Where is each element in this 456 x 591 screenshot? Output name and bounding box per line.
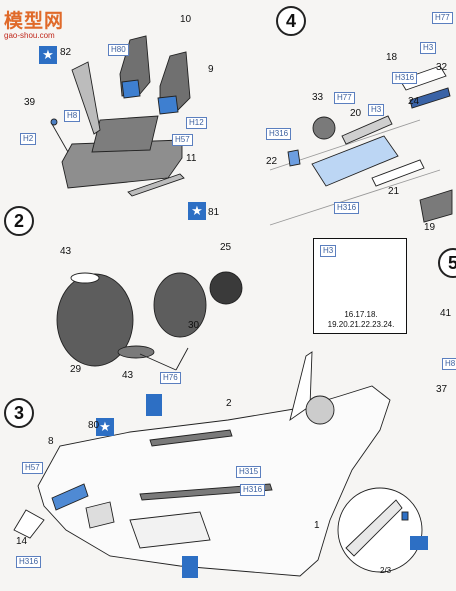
stick-lever: [51, 123, 69, 153]
paint-code-h315: H315: [236, 466, 262, 478]
seat-right-cushion: [157, 95, 179, 115]
paint-inset-box: H3 16.17.18. 19.20.21.22.23.24.: [313, 238, 407, 334]
step-3-badge: 3: [4, 398, 34, 428]
part-number: 19: [424, 222, 436, 233]
part-22: [287, 149, 301, 167]
paint-code-h316: H316: [240, 484, 266, 496]
inset-parts-line-2: 19.20.21.22.23.24.: [327, 320, 395, 329]
part-number: 37: [436, 384, 448, 395]
part-number: 20: [350, 108, 362, 119]
step-4-badge: 4: [276, 6, 306, 36]
paint-code-h57: H57: [22, 462, 43, 474]
ejection-seat-part: [85, 501, 115, 529]
cockpit-bulkhead: [91, 115, 159, 153]
paint-code-h12: H12: [186, 117, 207, 129]
paint-marker-icon: [182, 556, 198, 578]
turbine-face: [209, 271, 243, 305]
inset-paint-code: H3: [320, 245, 337, 257]
paint-code-h316: H316: [16, 556, 42, 568]
part-number: 43: [60, 246, 72, 257]
part-number: 32: [436, 62, 448, 73]
part-33-wheel: [312, 116, 336, 140]
paint-code-h8: H8: [442, 358, 456, 370]
part-number: 39: [24, 97, 36, 108]
side-console: [127, 173, 185, 197]
fuselage-spine-panel: [149, 429, 233, 447]
paint-code-h77: H77: [334, 92, 355, 104]
nozzle-disc: [117, 345, 155, 359]
part-20: [341, 115, 393, 145]
exhaust-large: [56, 273, 134, 367]
paint-code-h8: H8: [64, 110, 81, 122]
part-number: 10: [180, 14, 192, 25]
guide-line-b: [269, 169, 441, 226]
decal-number: 80: [88, 420, 100, 431]
part-number: 30: [188, 320, 200, 331]
canopy-frame: [51, 483, 89, 511]
part-number: 21: [388, 186, 400, 197]
part-number: 1: [314, 520, 320, 531]
paint-code-h316: H316: [266, 128, 292, 140]
seat-left-cushion: [121, 79, 141, 99]
paint-code-h2: H2: [20, 133, 37, 145]
tail-fin: [289, 351, 313, 422]
decal-star-icon: ★: [188, 202, 206, 220]
paint-code-h77: H77: [432, 12, 453, 24]
decal-number: 82: [60, 47, 72, 58]
detail-paint-ratio: 2/3: [380, 566, 392, 575]
intake: [305, 395, 335, 425]
part-number: 29: [70, 364, 82, 375]
exhaust-ring-top: [70, 272, 100, 284]
part-number: 11: [186, 153, 197, 164]
fuselage-outline: [37, 385, 391, 577]
part-number: 9: [208, 64, 214, 75]
leader-h76: [139, 353, 177, 371]
paint-marker-icon: [410, 536, 428, 550]
paint-code-h3: H3: [420, 42, 437, 54]
part-number: 43: [122, 370, 134, 381]
part-number: 25: [220, 242, 232, 253]
stick-knob: [50, 118, 58, 126]
decal-star-icon: ★: [96, 418, 114, 436]
inset-part-list: 16.17.18. 19.20.21.22.23.24.: [318, 310, 404, 330]
console-strip: [71, 61, 101, 135]
part-number: 14: [16, 536, 28, 547]
part-number: 41: [440, 308, 452, 319]
watermark-site-name: 模型网: [4, 11, 65, 32]
inset-parts-line-1: 16.17.18.: [344, 310, 378, 319]
part-number: 8: [48, 436, 54, 447]
watermark-url: gao-shou.com: [4, 31, 55, 40]
step-5-badge: 5: [438, 248, 456, 278]
detail-circle-blue: [401, 511, 409, 521]
fuselage-belly-panel: [139, 483, 273, 501]
part-19: [419, 189, 453, 223]
leader-h76-b: [175, 347, 189, 371]
gear-bay: [311, 135, 399, 187]
paint-code-h57: H57: [172, 134, 193, 146]
paint-code-h316: H316: [392, 72, 418, 84]
part-number: 18: [386, 52, 398, 63]
part-number: 2: [226, 398, 232, 409]
decal-number: 81: [208, 207, 220, 218]
paint-code-h76: H76: [160, 372, 181, 384]
paint-code-h3: H3: [368, 104, 385, 116]
part-18: [399, 65, 447, 91]
detail-circle-part: [345, 499, 403, 557]
part-number: 24: [408, 96, 420, 107]
nose-cone: [13, 509, 45, 539]
decal-star-icon: ★: [39, 46, 57, 64]
exhaust-middle: [153, 272, 207, 338]
paint-marker-icon: [146, 394, 162, 416]
step-2-badge: 2: [4, 206, 34, 236]
wheel-well: [129, 511, 211, 549]
part-24: [409, 87, 451, 109]
paint-code-h80: H80: [108, 44, 129, 56]
part-21: [371, 159, 425, 187]
watermark: 模型网 gao-shou.com: [4, 6, 84, 44]
part-number: 22: [266, 156, 278, 167]
part-number: 33: [312, 92, 324, 103]
paint-code-h316: H316: [334, 202, 360, 214]
